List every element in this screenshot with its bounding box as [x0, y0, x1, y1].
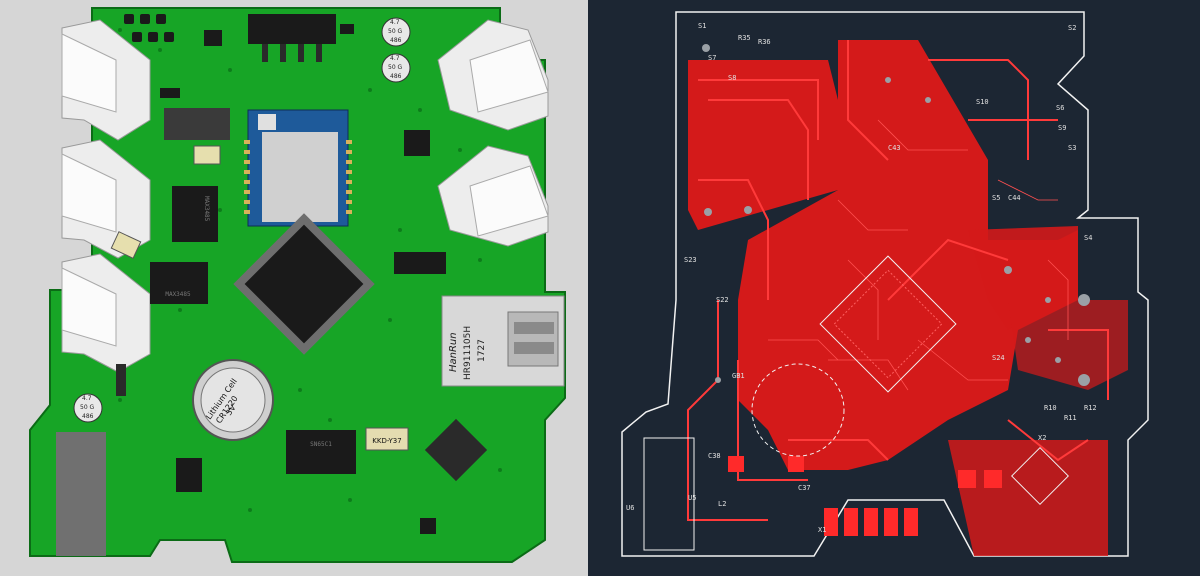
designator-label: S23 — [684, 256, 697, 264]
designator-label: L2 — [718, 500, 726, 508]
ic-chip-right — [404, 130, 430, 156]
designator-label: S24 — [992, 354, 1005, 362]
jst-connector-left-2 — [61, 139, 151, 259]
jst-connector-right-2 — [437, 145, 549, 247]
pcb-layout-panel: S1 S2 S3 S4 S5 S6 S7 S8 S9 S10 R35 R36 C… — [588, 0, 1200, 576]
ic-label: SN65C1 — [310, 441, 332, 448]
ethernet-part-label: HR911105H — [463, 326, 473, 380]
designator-label: R36 — [758, 38, 771, 46]
designator-label: R11 — [1064, 414, 1077, 422]
terminal-block-bottom-left — [56, 432, 106, 556]
designator-label: S6 — [1056, 104, 1064, 112]
designator-label: S1 — [698, 22, 706, 30]
crystal-small-yellow-2 — [110, 231, 142, 259]
smd-pads-top-left — [124, 14, 354, 98]
cap-voltage-label: 50 G — [388, 64, 403, 71]
pcb-layout-view: S1 S2 S3 S4 S5 S6 S7 S8 S9 S10 R35 R36 C… — [621, 11, 1149, 557]
crystal-label: KKD-Y37 — [372, 437, 401, 445]
designator-labels: S1 S2 S3 S4 S5 S6 S7 S8 S9 S10 R35 R36 C… — [626, 22, 1097, 534]
ethernet-jack: HanRun HR911105H 1727 — [441, 295, 565, 387]
cap-code-label: 486 — [82, 413, 94, 420]
designator-label: S8 — [728, 74, 736, 82]
ic-label: MAX3485 — [165, 291, 191, 298]
designator-label: S9 — [1058, 124, 1066, 132]
jst-connector-left-3 — [61, 253, 151, 373]
cap-value-label: 4.7 — [390, 19, 400, 26]
designator-label: C44 — [1008, 194, 1021, 202]
designator-label: S22 — [716, 296, 729, 304]
ethernet-code-label: 1727 — [477, 339, 487, 362]
electrolytic-capacitor-1: 4.7 50 G 486 — [381, 17, 411, 47]
pcb-3d-render-panel: 4.7 50 G 486 4.7 50 G 486 — [0, 0, 588, 576]
designator-label: U6 — [626, 504, 634, 512]
copper-traces — [687, 40, 1109, 521]
crystal-small-yellow — [193, 145, 221, 165]
jst-connector-right-1 — [437, 19, 549, 131]
designator-label: C43 — [888, 144, 901, 152]
designator-label: S2 — [1068, 24, 1076, 32]
ic-chip-top-left — [164, 108, 230, 140]
ic-chip-max3485-1: MAX3485 — [172, 186, 218, 242]
ic-label: MAX3485 — [203, 196, 210, 222]
pcb-3d-render: 4.7 50 G 486 4.7 50 G 486 — [29, 7, 566, 563]
designator-label: R10 — [1044, 404, 1057, 412]
electrolytic-capacitor-2: 4.7 50 G 486 — [381, 53, 411, 83]
terminal-footprint — [643, 437, 695, 551]
cap-code-label: 486 — [390, 73, 402, 80]
cap-voltage-label: 50 G — [80, 404, 95, 411]
diode — [116, 364, 126, 396]
pin-header-right — [394, 252, 446, 274]
designator-label: R35 — [738, 34, 751, 42]
ic-chip-max3485-2: MAX3485 — [150, 262, 208, 304]
designator-label: X1 — [818, 526, 826, 534]
smd-pad-bottom — [420, 518, 436, 534]
thin-traces — [768, 119, 1069, 391]
cap-voltage-label: 50 G — [388, 28, 403, 35]
designator-label: U5 — [688, 494, 696, 502]
ethernet-brand-label: HanRun — [448, 332, 459, 372]
cap-value-label: 4.7 — [82, 395, 92, 402]
mcu-footprint — [819, 255, 957, 393]
qfn-footprint — [1011, 447, 1069, 505]
electrolytic-capacitor-3: 4.7 50 G 486 — [73, 393, 103, 423]
designator-label: S3 — [1068, 144, 1076, 152]
crystal-oscillator: KKD-Y37 — [365, 427, 409, 451]
ic-chip-qfn-bottom — [424, 418, 488, 482]
smd-pads-bottom — [728, 456, 1002, 536]
cap-value-label: 4.7 — [390, 55, 400, 62]
wifi-antenna-icon — [258, 114, 276, 130]
designator-label: X2 — [1038, 434, 1046, 442]
regulator-chip — [176, 458, 202, 492]
designator-label: R12 — [1084, 404, 1097, 412]
via-holes — [702, 44, 1090, 386]
top-pin-header — [248, 14, 336, 62]
copper-pour — [688, 40, 1128, 556]
battery-footprint — [751, 363, 845, 457]
coin-cell-battery: Lithium Cell CR1220 3V — [192, 359, 274, 441]
designator-label: C38 — [708, 452, 721, 460]
wifi-module — [244, 109, 352, 227]
designator-label: GB1 — [732, 372, 745, 380]
jst-connector-left-1 — [61, 19, 151, 141]
designator-label: S5 — [992, 194, 1000, 202]
designator-label: S10 — [976, 98, 989, 106]
ic-chip-soic-bottom: SN65C1 — [286, 430, 356, 474]
designator-label: S7 — [708, 54, 716, 62]
designator-label: S4 — [1084, 234, 1092, 242]
designator-label: C37 — [798, 484, 811, 492]
cap-code-label: 486 — [390, 37, 402, 44]
